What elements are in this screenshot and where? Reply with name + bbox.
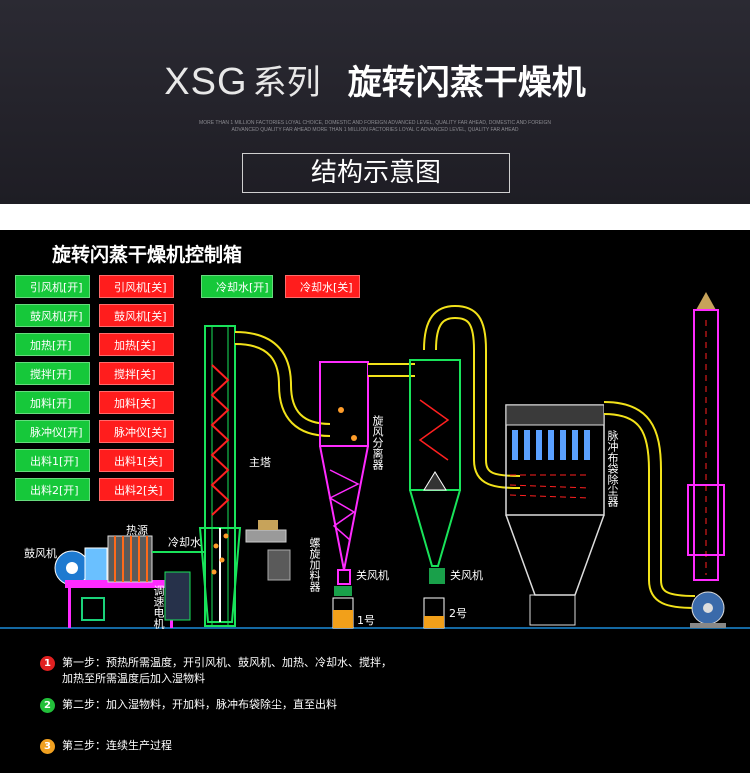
label-blower: 鼓风机 [24,547,57,560]
control-off-button-5[interactable]: 加料[关] [99,391,174,414]
control-on-button-5[interactable]: 加料[开] [15,391,90,414]
process-diagram [0,292,750,629]
control-off-button-7[interactable]: 出料1[关] [99,449,174,472]
page-title: XSG 系列 旋转闪蒸干燥机 [0,55,750,104]
label-valve-1: 关风机 [356,569,389,582]
label-main-tower: 主塔 [249,456,271,469]
control-on-button-1[interactable]: 引风机[开] [15,275,90,298]
label-valve-2: 关风机 [450,569,483,582]
chimney [687,292,726,628]
control-off-button-1[interactable]: 引风机[关] [99,275,174,298]
separator [0,204,750,230]
label-bin-2: 2号 [449,607,467,620]
label-heat-source: 热源 [126,524,148,537]
control-on-button-7[interactable]: 出料1[开] [15,449,90,472]
control-off-button-6[interactable]: 脉冲仪[关] [99,420,174,443]
control-on-button-2[interactable]: 鼓风机[开] [15,304,90,327]
control-on-button-6[interactable]: 脉冲仪[开] [15,420,90,443]
secondary-separator [409,359,461,629]
step-3-badge: 3 [40,739,55,754]
cooling-water-off-button[interactable]: 冷却水[关] [285,275,360,298]
control-off-button-4[interactable]: 搅拌[关] [99,362,174,385]
tagline: MORE THAN 1 MILLION FACTORIES LOYAL CHOI… [199,120,551,133]
step-1-badge: 1 [40,656,55,671]
label-bin-1: 1号 [357,614,375,627]
blower-unit [54,547,185,628]
label-cyclone: 旋风分离器 [371,415,384,470]
title-series: 系列 [252,63,321,103]
control-on-button-3[interactable]: 加热[开] [15,333,90,356]
control-off-button-8[interactable]: 出料2[关] [99,478,174,501]
control-on-button-8[interactable]: 出料2[开] [15,478,90,501]
step-1-line-2: 加热至所需温度后加入湿物料 [62,672,205,685]
header-banner [0,0,750,204]
control-on-button-4[interactable]: 搅拌[开] [15,362,90,385]
panel-title: 旋转闪蒸干燥机控制箱 [52,244,243,266]
step-2-line-1: 第二步：加入湿物料，开加料，脉冲布袋除尘，直至出料 [62,698,337,711]
bag-dust-collector [505,404,605,626]
label-screw-feeder: 螺旋加料器 [308,537,321,592]
main-tower [198,325,291,627]
step-2-badge: 2 [40,698,55,713]
label-speed-motor: 调速电机 [152,585,165,629]
title-en: XSG [164,61,248,103]
step-3-line-1: 第三步：连续生产过程 [62,739,172,752]
subtitle-box: 结构示意图 [242,153,510,193]
cooling-water-on-button[interactable]: 冷却水[开] [201,275,273,298]
label-cooling-water: 冷却水 [168,536,201,549]
title-cn: 旋转闪蒸干燥机 [347,63,586,103]
label-dust-collector: 脉冲布袋除尘器 [606,430,619,507]
cyclone [319,361,369,629]
control-off-button-2[interactable]: 鼓风机[关] [99,304,174,327]
heat-source [107,535,206,621]
control-off-button-3[interactable]: 加热[关] [99,333,174,356]
step-1-line-1: 第一步：预热所需温度，开引风机、鼓风机、加热、冷却水、搅拌， [62,656,392,669]
